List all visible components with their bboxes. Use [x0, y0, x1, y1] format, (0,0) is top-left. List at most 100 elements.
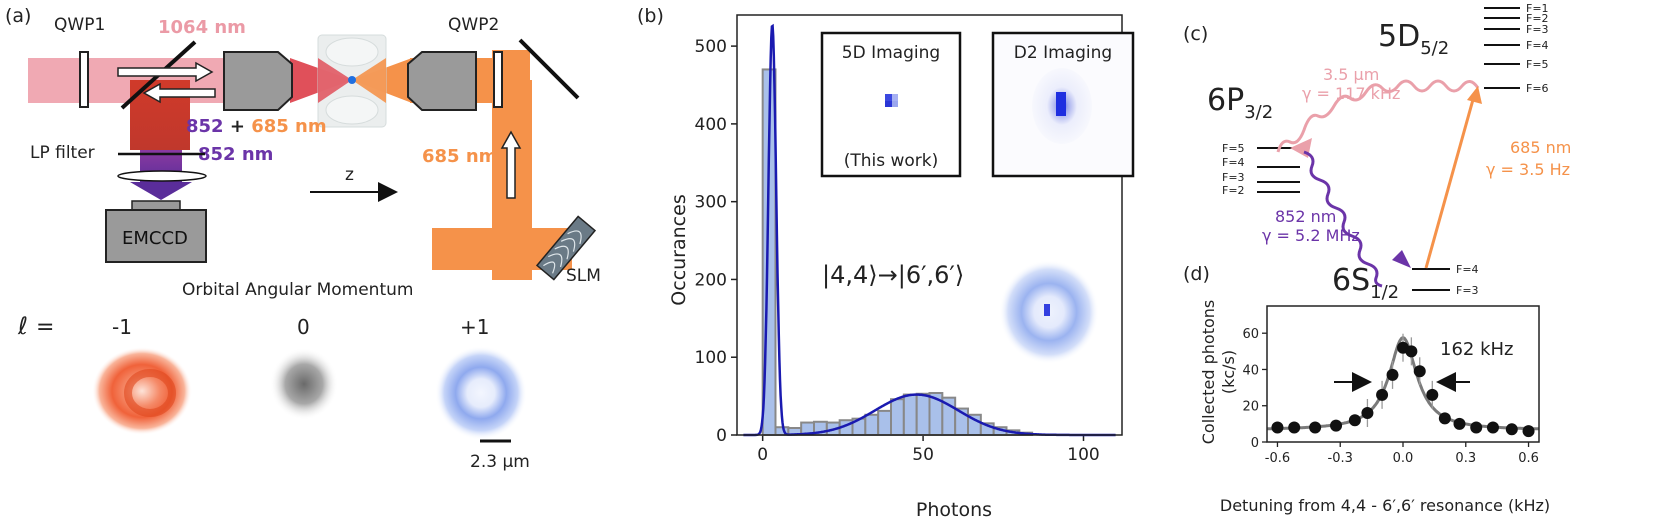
level-6s-sub: 1/2: [1370, 282, 1399, 303]
qwp1-label: QWP1: [54, 15, 105, 35]
scan-point: [1413, 365, 1426, 378]
inset-d2-core: [1056, 92, 1066, 116]
scan-point: [1271, 421, 1284, 434]
level-6p-main: 6P: [1207, 83, 1244, 118]
oam-beam-minus1: [92, 347, 192, 435]
panel-b: (b) Occurances Photons 01002003004005000…: [637, 5, 1135, 521]
d-xtick-label: -0.3: [1328, 451, 1353, 466]
d-xtick-label: 0.0: [1393, 451, 1414, 466]
inset-5d-pixel: [885, 101, 892, 107]
transition-685-line: [1424, 95, 1476, 269]
b-xtick-label: 100: [1067, 445, 1099, 465]
ell-value-minus1: -1: [112, 315, 132, 339]
scan-point: [1405, 345, 1418, 358]
panel-c: (c) 5D5/2 F=1 F=2 F=3 F=4 F=5 F=6 6P3/2 …: [1183, 2, 1571, 303]
histogram-bar: [915, 392, 931, 436]
pol-arrow-left-icon: [142, 82, 216, 104]
level-5d-sub: 5/2: [1420, 38, 1449, 59]
f-label: F=3: [1526, 23, 1549, 36]
inset-5d-title: 5D Imaging: [842, 43, 940, 63]
level-5d-main: 5D: [1378, 19, 1420, 54]
emccd-camera: [105, 209, 207, 263]
panel-label-b: (b): [637, 5, 664, 27]
beam-852-focus: [130, 182, 192, 200]
d-ylabel-2: (kc/s): [1219, 350, 1238, 394]
histogram-bar: [877, 409, 893, 436]
qwp1-plate: [79, 51, 89, 108]
level-5d-sublevels: F=1 F=2 F=3 F=4 F=5 F=6: [1484, 2, 1549, 95]
f-label: F=5: [1222, 142, 1245, 155]
b-ytick-label: 0: [716, 426, 727, 446]
histogram-frame: [736, 14, 1123, 436]
label-685: 685 nm: [422, 146, 497, 167]
f-label: F=5: [1526, 58, 1549, 71]
oam-beam-0: [270, 348, 338, 420]
scan-point: [1330, 419, 1343, 432]
ell-value-0: 0: [297, 315, 310, 339]
t3-wavelength: 852 nm: [1275, 207, 1336, 226]
b-ytick-label: 100: [695, 348, 727, 368]
b-xtick-label: 0: [757, 445, 768, 465]
slm-label: SLM: [566, 266, 601, 286]
d-xtick-label: 0.6: [1518, 451, 1539, 466]
panel-label-c: (c): [1183, 23, 1208, 45]
level-6s-sublevels: F=4 F=3: [1412, 263, 1479, 297]
t1-gamma: γ = 117 kHz: [1302, 84, 1400, 103]
z-axis-label: z: [345, 165, 354, 185]
transition-3p5um-wave: [1276, 79, 1480, 153]
b-ytick-label: 500: [695, 37, 727, 57]
scan-point: [1361, 406, 1374, 419]
d-xtick-label: 0.3: [1455, 451, 1476, 466]
d-ytick-label: 20: [1242, 400, 1259, 415]
cell-beam-in: [318, 58, 352, 103]
level-5d-label: 5D5/2: [1378, 19, 1449, 59]
label-852: 852 nm: [198, 144, 273, 165]
scan-points: [1271, 333, 1535, 438]
qwp2-label: QWP2: [448, 15, 499, 35]
oam-ring-minus1: [124, 369, 176, 417]
d-ytick-label: 40: [1242, 363, 1259, 378]
inset-ring-atom: [1044, 304, 1050, 316]
b-ytick-label: 400: [695, 115, 727, 135]
atom-dot: [348, 76, 356, 84]
mix-685: 685 nm: [251, 116, 326, 137]
emccd-label: EMCCD: [122, 228, 188, 249]
d-ytick-label: 60: [1242, 327, 1259, 342]
qwp2-plate: [493, 51, 503, 108]
f-label: F=1: [1526, 2, 1549, 15]
transition-852-wave: [1303, 150, 1383, 288]
b-xtick-label: 50: [912, 445, 934, 465]
panel-label-a: (a): [5, 5, 31, 27]
mix-label: 852 + 685 nm: [186, 116, 327, 137]
inset-5d-pixel: [885, 94, 892, 101]
objective-right: [407, 51, 477, 111]
level-6p-sub: 3/2: [1244, 102, 1273, 123]
pol-arrow-right-icon: [117, 61, 214, 83]
t1-wavelength: 3.5 μm: [1323, 65, 1379, 84]
f-label: F=4: [1526, 39, 1549, 52]
panel-d: (d) Collected photons (kc/s) Detuning fr…: [1183, 263, 1550, 515]
level-6p-label: 6P3/2: [1207, 83, 1273, 123]
scan-point: [1288, 421, 1301, 434]
objective-left: [223, 51, 293, 111]
t2-gamma: γ = 3.5 Hz: [1486, 160, 1570, 179]
level-6p-sublevels: F=5 F=4 F=3 F=2: [1222, 142, 1300, 197]
f-label: F=4: [1222, 156, 1245, 169]
pol-arrow-up-icon: [500, 130, 522, 199]
ell-equals: =: [36, 315, 54, 340]
scan-point: [1470, 421, 1483, 434]
b-ytick-label: 200: [695, 270, 727, 290]
scan-point: [1348, 414, 1361, 427]
d-ylabel-1: Collected photons: [1199, 300, 1218, 444]
scan-point: [1486, 421, 1499, 434]
cell-window-bottom: [325, 95, 379, 125]
scan-point: [1309, 421, 1322, 434]
laser-1064-label: 1064 nm: [158, 17, 246, 38]
histogram-bar: [890, 398, 905, 437]
scan-point: [1376, 388, 1389, 401]
d-xtick-label: -0.6: [1265, 451, 1290, 466]
level-6s-main: 6S: [1332, 263, 1370, 298]
linewidth-label: 162 kHz: [1440, 339, 1514, 360]
scan-point: [1438, 412, 1451, 425]
